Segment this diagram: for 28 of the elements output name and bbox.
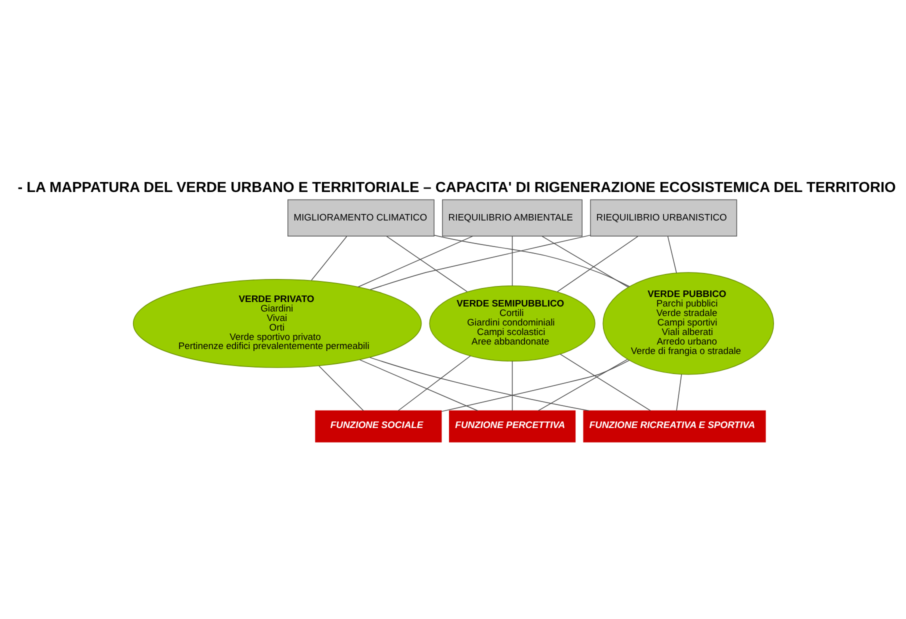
connector xyxy=(318,365,364,411)
connector xyxy=(511,360,512,410)
node-box: RIEQUILIBRIO AMBIENTALE xyxy=(442,198,582,236)
connector xyxy=(368,356,589,411)
node-box: FUNZIONE RICREATIVA E SPORTIVA xyxy=(582,410,766,442)
node-box: FUNZIONE PERCETTIVA xyxy=(448,410,576,442)
node-ellipse: VERDE PUBBICO Parchi pubblici Verde stradale Campi sportivi Viali alberati Arredo urbano Verde di frangia o stradale xyxy=(602,272,774,374)
connector xyxy=(440,360,630,412)
connector xyxy=(386,235,468,292)
connector xyxy=(357,235,473,287)
connector xyxy=(541,235,628,288)
connector xyxy=(433,234,630,286)
connector xyxy=(666,235,676,273)
connector xyxy=(358,358,478,411)
connector xyxy=(511,235,512,286)
connector xyxy=(559,353,650,411)
connector xyxy=(310,235,347,280)
connector xyxy=(369,234,590,290)
connector xyxy=(397,355,470,410)
node-box: FUNZIONE SOCIALE xyxy=(314,410,442,442)
connector xyxy=(556,235,638,292)
node-ellipse: VERDE SEMIPUBBLICO Cortili Giardini condominiali Campi scolastici Aree abbandonate xyxy=(428,284,595,361)
node-box: RIEQUILIBRIO URBANISTICO xyxy=(590,198,737,236)
connector xyxy=(676,373,682,411)
node-box: MIGLIORAMENTO CLIMATICO xyxy=(287,198,434,236)
node-ellipse: VERDE PRIVATO Giardini Vivai Orti Verde sportivo privato Pertinenze edifici prevalentemente permeabili xyxy=(132,278,422,368)
connector xyxy=(537,358,628,411)
diagram-title: - LA MAPPATURA DEL VERDE URBANO E TERRITORIALE – CAPACITA' DI RIGENERAZIONE ECOSISTEMICA DEL TERRITORIO xyxy=(17,179,896,196)
